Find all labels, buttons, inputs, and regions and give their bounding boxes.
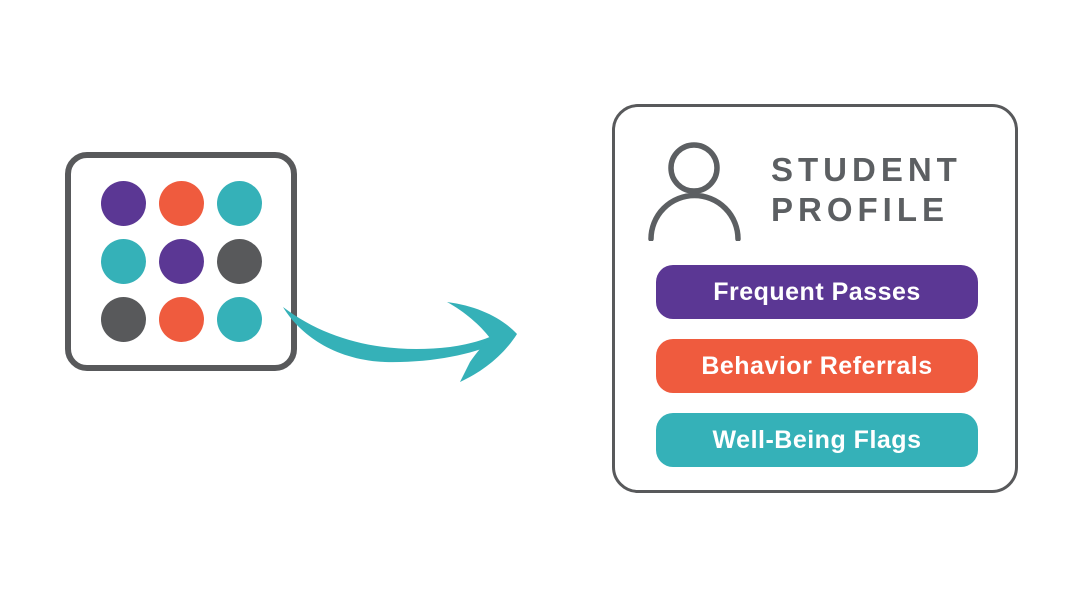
tag-pill-label: Behavior Referrals — [701, 351, 933, 380]
tag-pill-purple: Frequent Passes — [656, 265, 978, 319]
card-title: STUDENT PROFILE — [771, 150, 962, 230]
dot-teal — [216, 181, 262, 226]
curved-arrow-right-icon — [283, 302, 517, 382]
tag-pill-teal: Well-Being Flags — [656, 413, 978, 467]
person-icon — [648, 142, 741, 241]
data-dots-box — [65, 152, 297, 371]
tag-pill-label: Well-Being Flags — [712, 425, 922, 454]
card-title-line1: STUDENT — [771, 151, 962, 188]
dot-gray — [100, 297, 146, 342]
tag-pill-label: Frequent Passes — [713, 277, 921, 306]
dot-orange — [158, 297, 204, 342]
dot-purple — [158, 239, 204, 284]
card-title-line2: PROFILE — [771, 191, 950, 228]
dot-grid — [100, 181, 262, 342]
dot-gray — [216, 239, 262, 284]
tag-pill-orange: Behavior Referrals — [656, 339, 978, 393]
dot-teal — [100, 239, 146, 284]
dot-teal — [216, 297, 262, 342]
dot-purple — [100, 181, 146, 226]
dot-orange — [158, 181, 204, 226]
